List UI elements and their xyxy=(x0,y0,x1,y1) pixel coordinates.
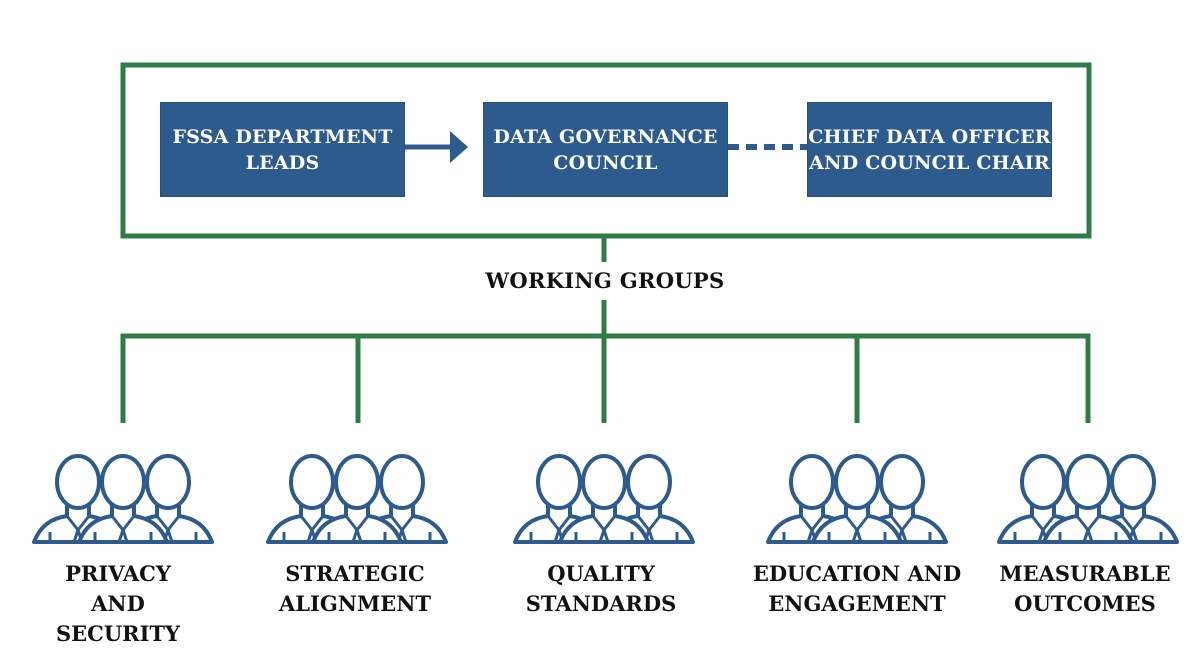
people-group-icon xyxy=(268,456,446,542)
group-label-strategic: STRATEGIC ALIGNMENT xyxy=(278,561,432,616)
group-label-education: EDUCATION AND ENGAGEMENT xyxy=(752,561,962,616)
group-label-measurable: MEASURABLE OUTCOMES xyxy=(999,561,1171,616)
people-group-icon xyxy=(515,456,693,542)
group-label-privacy: PRIVACY AND SECURITY xyxy=(55,561,181,646)
right-arrow-icon xyxy=(405,131,468,163)
data-governance-council-box: DATA GOVERNANCE COUNCIL xyxy=(483,102,728,197)
working-groups-label: WORKING GROUPS xyxy=(485,268,725,293)
box-label: CHIEF DATA OFFICER AND COUNCIL CHAIR xyxy=(808,125,1051,174)
chief-data-officer-box: CHIEF DATA OFFICER AND COUNCIL CHAIR xyxy=(807,102,1052,197)
group-label-quality: QUALITY STANDARDS xyxy=(525,561,677,616)
fssa-department-leads-box: FSSA DEPARTMENT LEADS xyxy=(160,102,405,197)
box-label: DATA GOVERNANCE COUNCIL xyxy=(493,125,718,174)
box-label: FSSA DEPARTMENT LEADS xyxy=(172,125,393,174)
people-group-icon xyxy=(34,456,212,542)
people-group-icon xyxy=(999,456,1177,542)
people-group-icon xyxy=(768,456,946,542)
